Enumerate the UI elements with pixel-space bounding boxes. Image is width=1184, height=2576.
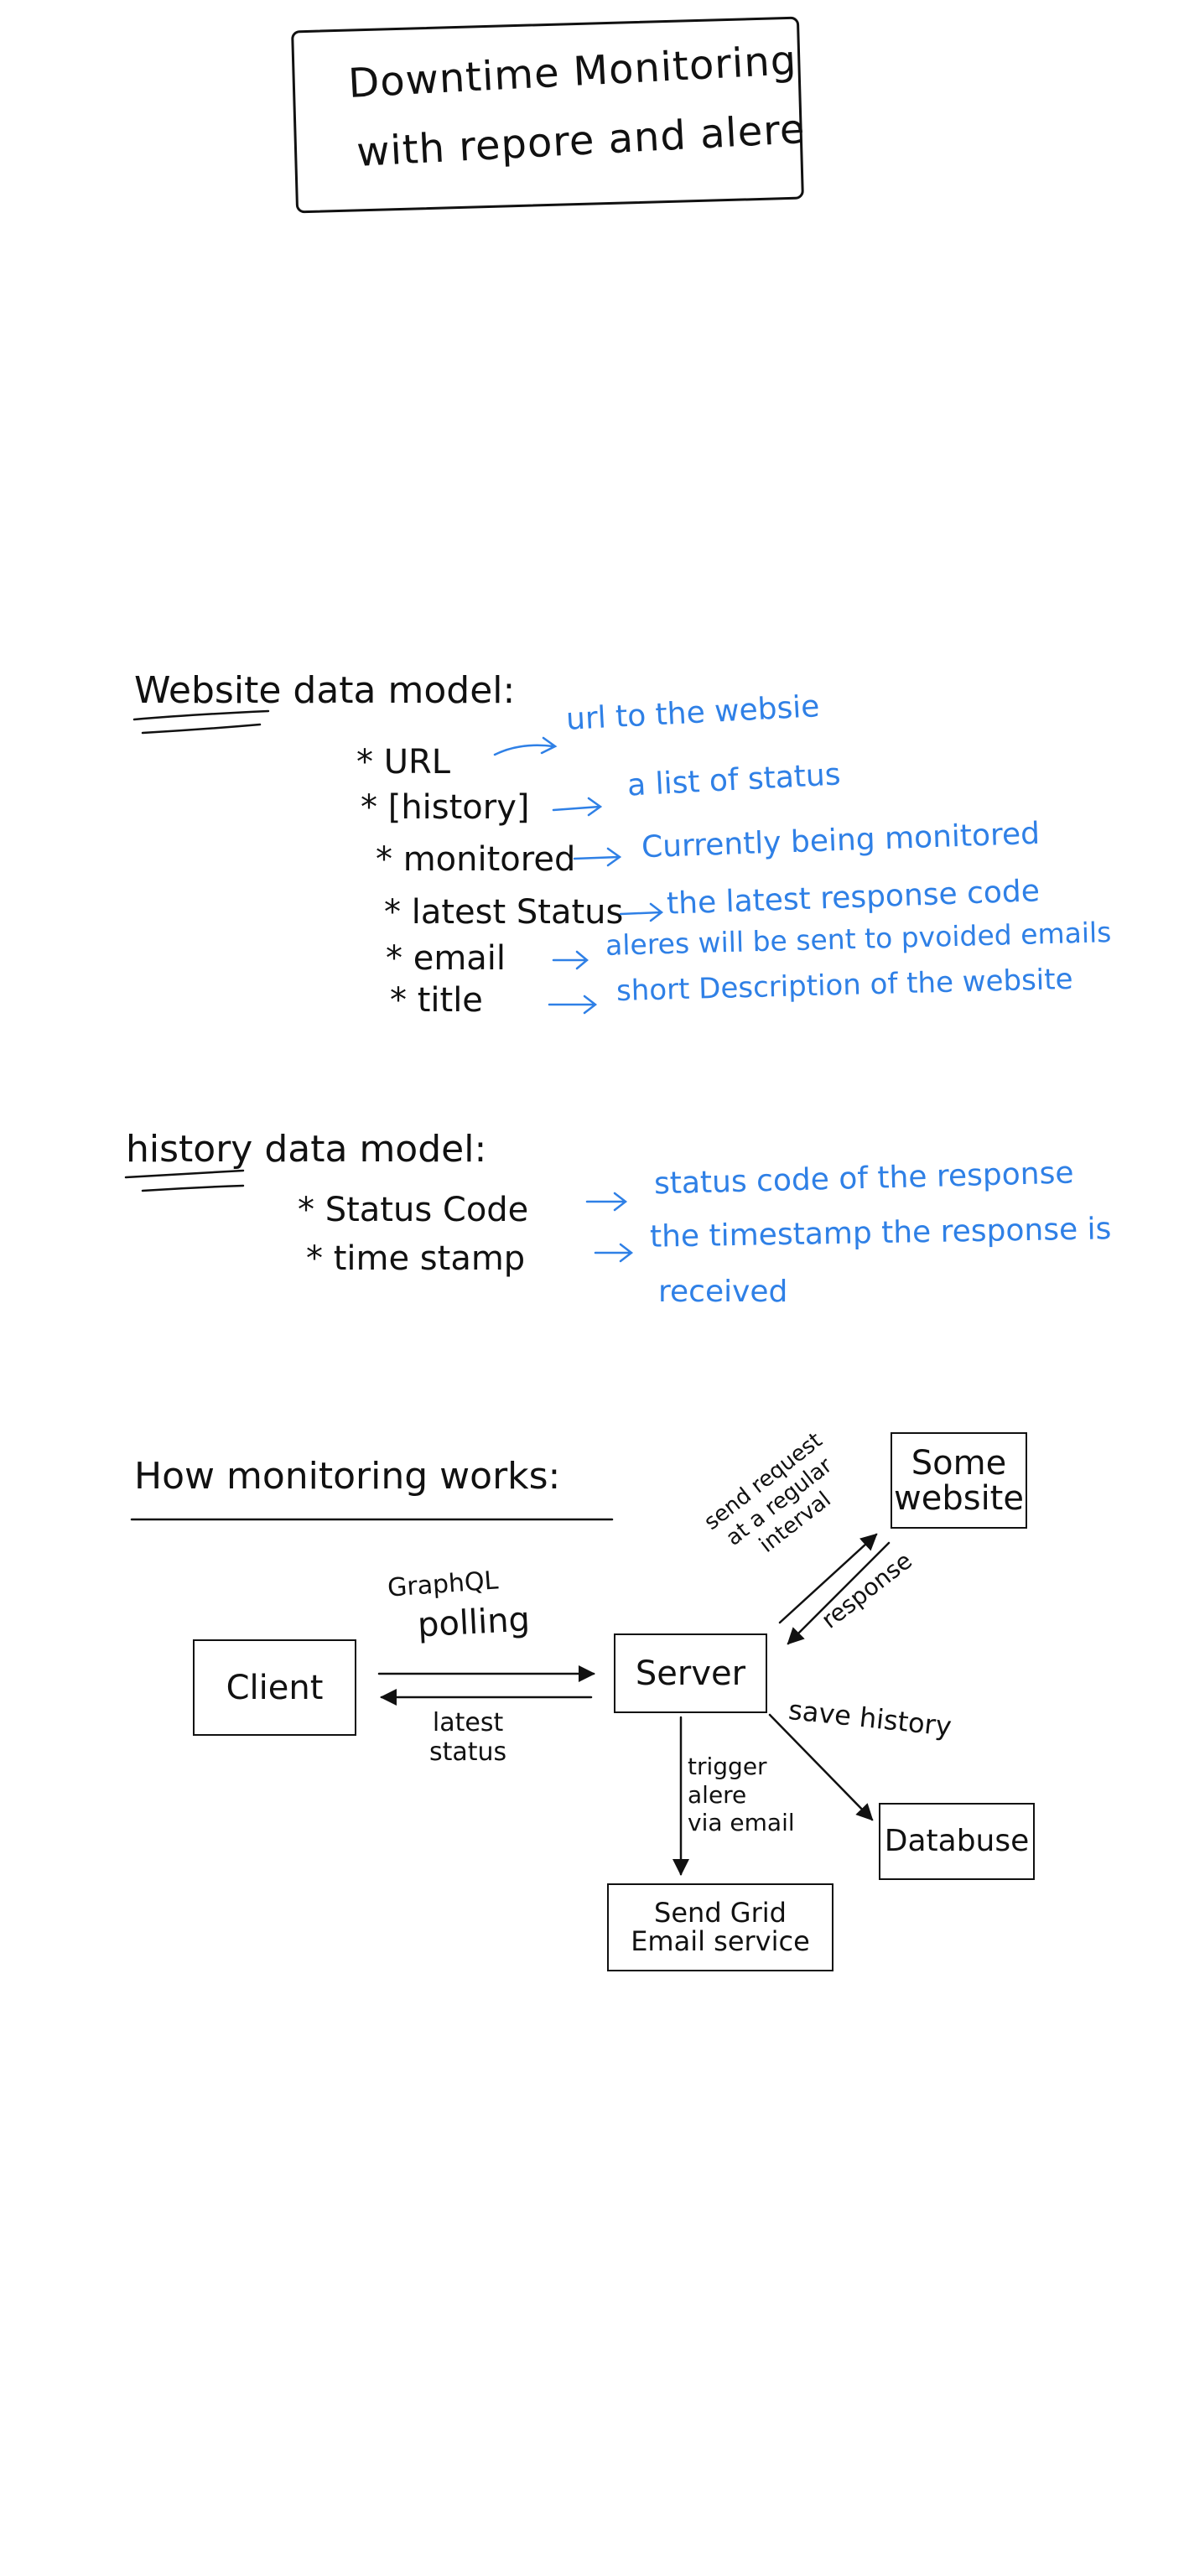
website-heading-rest: data model: (293, 669, 516, 712)
history-heading-underlined: history (126, 1128, 253, 1171)
history-field-timestamp: * time stamp (306, 1239, 526, 1278)
history-underline-2 (141, 1184, 245, 1192)
title-arrow-icon (548, 995, 598, 1015)
history-model-heading: history data model: (126, 1128, 486, 1171)
website-field-url: * URL (356, 743, 451, 782)
database-box: Databuse (879, 1803, 1035, 1880)
website-field-latest-status: * latest Status (384, 893, 624, 932)
sendgrid-label: Send Grid Email service (631, 1896, 810, 1957)
email-arrow-icon (552, 950, 589, 970)
trigger-label: trigger alere via email (688, 1753, 795, 1837)
website-box: Some website (891, 1432, 1027, 1529)
server-to-website-arrow (778, 1533, 878, 1624)
server-label: Server (635, 1654, 746, 1693)
history-arrow-icon (552, 797, 603, 817)
website-field-title: * title (390, 981, 483, 1020)
database-label: Databuse (884, 1824, 1030, 1859)
latest-status-label: latest status (429, 1708, 507, 1767)
website-to-server-arrow (787, 1541, 891, 1645)
history-field-status-code: * Status Code (298, 1191, 529, 1229)
client-label: Client (226, 1668, 324, 1707)
monitoring-heading: How monitoring works: (134, 1455, 561, 1498)
timestamp-arrow-icon (594, 1243, 634, 1263)
url-arrow-icon (493, 736, 558, 756)
monitored-arrow-icon (573, 847, 622, 867)
website-heading-underlined: Website (134, 669, 282, 712)
latest-status-arrow-icon (619, 902, 664, 922)
website-field-email: * email (386, 939, 506, 978)
website-field-history: * [history] (361, 788, 530, 827)
website-underline-2 (141, 723, 262, 735)
status-code-arrow-icon (585, 1192, 628, 1212)
client-box: Client (193, 1639, 356, 1736)
website-label: Some website (894, 1443, 1024, 1518)
website-field-monitored: * monitored (376, 840, 576, 879)
server-box: Server (614, 1633, 767, 1713)
history-field-timestamp-desc-cont: received (658, 1275, 788, 1309)
history-heading-rest: data model: (264, 1128, 487, 1171)
sendgrid-box: Send Grid Email service (607, 1883, 833, 1971)
history-underline (124, 1169, 245, 1179)
website-underline (132, 709, 270, 721)
website-model-heading: Website data model: (134, 669, 515, 712)
server-to-database-arrow (768, 1713, 874, 1821)
